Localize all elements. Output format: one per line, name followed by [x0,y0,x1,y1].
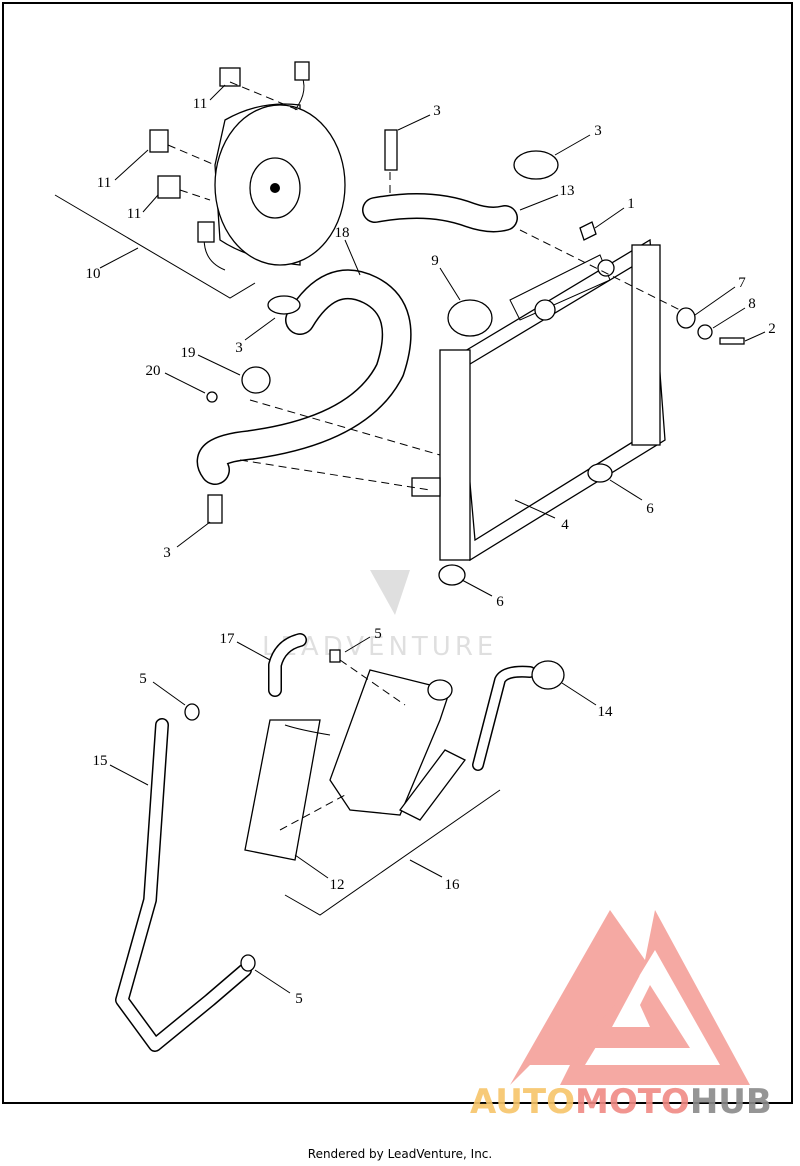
callout-16: 16 [445,877,461,893]
callout-3: 3 [235,340,243,356]
callout-3: 3 [163,545,171,561]
cooling-fan [149,61,346,271]
callout-6: 6 [646,501,654,517]
callout-15: 15 [93,753,108,769]
callout-5: 5 [295,991,303,1007]
callout-10: 10 [86,266,101,282]
coolant-reservoir [244,669,466,861]
callout-11: 11 [193,96,207,112]
callout-2: 2 [768,321,776,337]
diagram-frame [2,2,793,1104]
callout-18: 18 [335,225,350,241]
callout-13: 13 [560,183,575,199]
callout-7: 7 [738,275,746,291]
callout-numbers: 11 3 3 11 11 13 1 10 18 9 782 3 19 20 4 6 3 6 17 5 5 14 15 12 16… [86,96,776,1007]
callout-12: 12 [330,877,345,893]
callout-3: 3 [433,103,441,119]
callout-11: 11 [127,206,141,222]
bracket-16 [284,789,501,916]
callout-19: 19 [181,345,196,361]
alignment-lines [167,81,681,831]
leader-lines [99,84,766,994]
callout-5: 5 [139,671,147,687]
lower-hose [196,269,412,524]
radiator [411,221,745,586]
callout-6: 6 [496,594,504,610]
callout-11: 11 [97,175,111,191]
callout-8: 8 [748,296,756,312]
callout-20: 20 [146,363,161,379]
callout-3: 3 [594,123,602,139]
footer-credit: Rendered by LeadVenture, Inc. [307,1147,493,1161]
callout-5: 5 [374,626,382,642]
upper-hose [362,129,559,233]
callout-17: 17 [220,631,236,647]
svg-text:AUTOMOTOHUB: AUTOMOTOHUB [470,1082,772,1122]
automotohub-logo: AUTOMOTOHUB [470,910,772,1122]
callout-1: 1 [627,196,635,212]
callout-14: 14 [598,704,614,720]
small-hoses [115,633,565,1052]
bracket-10 [54,194,256,299]
callout-9: 9 [431,253,439,269]
callout-4: 4 [561,517,569,533]
